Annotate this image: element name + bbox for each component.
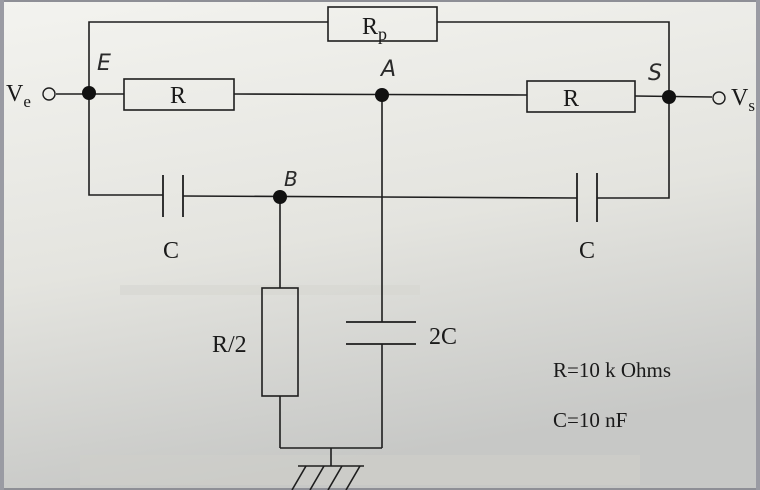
node-label-e: E	[97, 51, 111, 76]
label-output: Vs	[731, 85, 755, 115]
input-terminal-icon	[42, 87, 56, 101]
node-label-a: A	[379, 57, 396, 82]
value-r: R=10 k Ohms	[553, 358, 671, 382]
resistor-r-half	[261, 287, 299, 397]
output-terminal-icon	[712, 91, 726, 105]
wire-b-to-ground	[279, 197, 382, 466]
node-label-b: B	[284, 167, 298, 191]
capacitor-2c	[346, 321, 416, 345]
node-s-dot	[662, 90, 676, 104]
label-r-half: R/2	[212, 332, 247, 358]
resistor-rp	[327, 6, 438, 42]
frame-left	[0, 0, 4, 490]
label-input: Ve	[6, 81, 31, 111]
node-label-s: S	[648, 61, 662, 86]
label-c-right: C	[579, 238, 595, 264]
label-r-left: R	[170, 83, 186, 109]
value-c: C=10 nF	[553, 408, 627, 432]
node-e-dot	[82, 86, 96, 100]
bleed-through	[80, 285, 640, 485]
resistor-r-left	[123, 78, 235, 111]
wire-bottom-branch	[88, 93, 670, 199]
label-r-right: R	[563, 86, 579, 112]
node-b-dot	[273, 190, 287, 204]
label-c-left: C	[163, 238, 179, 264]
wire-top-loop	[88, 21, 670, 97]
label-2c: 2C	[429, 324, 457, 350]
ground-icon	[291, 465, 364, 490]
node-a-dot	[375, 88, 389, 102]
capacitor-c-right	[576, 173, 598, 222]
label-rp: Rp	[362, 14, 387, 44]
paper-background	[4, 2, 756, 488]
resistor-r-right	[526, 80, 636, 113]
capacitor-c-left	[162, 175, 184, 217]
frame-right	[756, 0, 760, 490]
